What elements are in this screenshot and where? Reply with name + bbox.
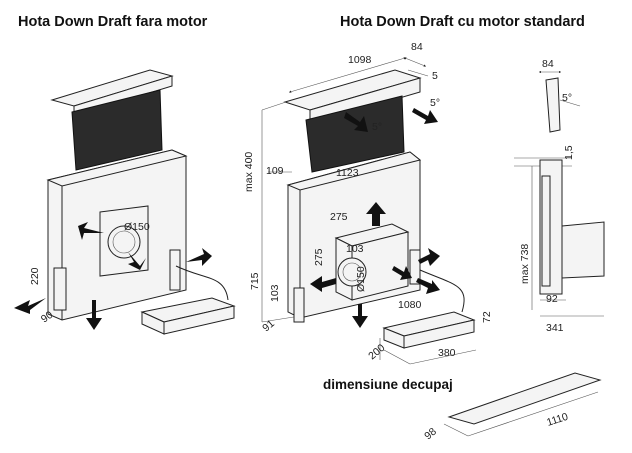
dim-motor-inner: 103 xyxy=(346,243,364,255)
dim-side-total: 341 xyxy=(546,322,564,334)
title-with-motor: Hota Down Draft cu motor standard xyxy=(340,14,585,30)
dim-side-tilt: 5° xyxy=(562,92,572,104)
dim-cutout-length: 1110 xyxy=(545,411,570,429)
title-cutout: dimensiune decupaj xyxy=(323,377,453,392)
dim-height-103: 103 xyxy=(269,284,281,302)
dim-side-top: 84 xyxy=(542,58,554,70)
side-view xyxy=(514,70,605,317)
hood-without-motor xyxy=(14,69,236,335)
dim-box-200: 200 xyxy=(366,342,387,363)
dim-height-low: 715 xyxy=(249,272,261,290)
dim-width-top: 1098 xyxy=(348,54,372,66)
dim-width-body: 1123 xyxy=(336,167,359,179)
hood-with-motor xyxy=(261,57,477,365)
cutout-shape xyxy=(443,372,602,437)
dim-offset: 5 xyxy=(432,70,438,82)
duct-opening xyxy=(107,225,141,259)
dim-depth-top: 84 xyxy=(411,41,423,53)
dim-side-bottom: 92 xyxy=(546,293,558,305)
dim-max-height: max 400 xyxy=(243,152,255,192)
dim-width-bottom: 1080 xyxy=(398,299,422,311)
dim-box-380: 380 xyxy=(438,347,456,359)
dim-tilt-center: 5° xyxy=(372,121,382,133)
dim-side-gap: 1,5 xyxy=(563,145,575,160)
title-without-motor: Hota Down Draft fara motor xyxy=(18,14,208,30)
dim-motor-top: 275 xyxy=(330,211,348,223)
dim-motor-diameter: Ø150 xyxy=(355,266,367,292)
dim-height-small: 109 xyxy=(266,165,284,177)
dim-cutout-width: 98 xyxy=(422,425,439,442)
dim-side-max-height: max 738 xyxy=(519,244,531,284)
dim-box-height: 72 xyxy=(481,311,493,323)
dim-motor-side: 275 xyxy=(313,248,325,266)
dim-tilt-right: 5° xyxy=(430,97,440,109)
dim-left-diameter: Ø150 xyxy=(124,221,150,233)
dim-left-height: 220 xyxy=(29,267,41,285)
